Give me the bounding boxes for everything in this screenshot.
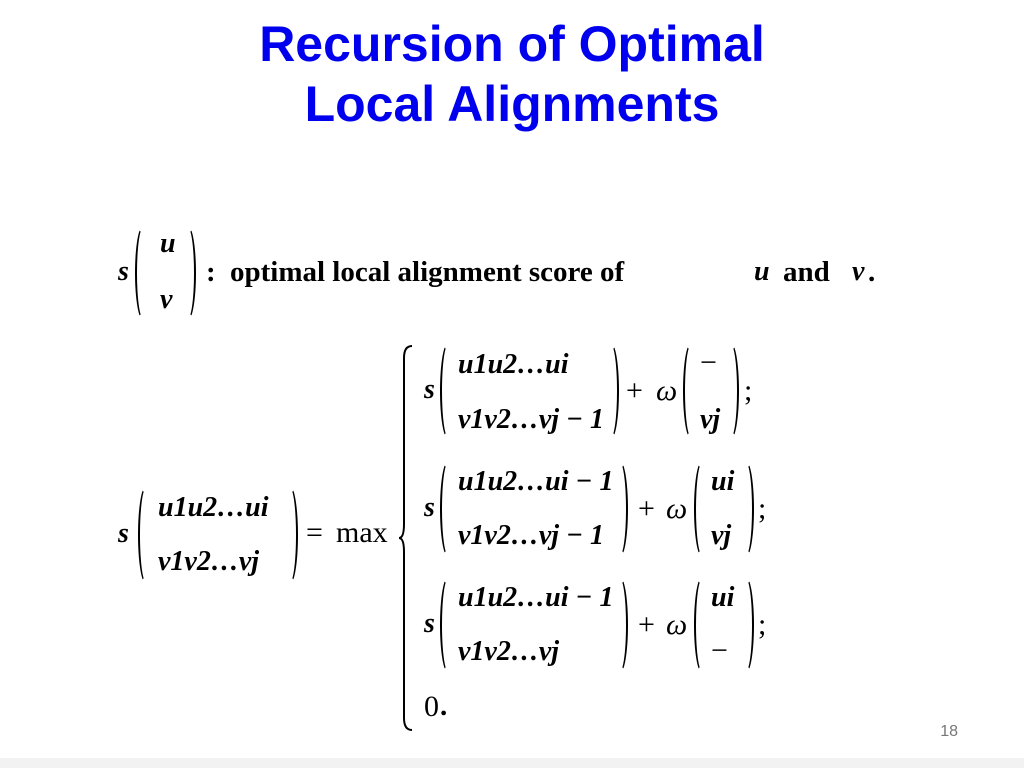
case3-left-paren [440, 577, 456, 673]
case1-right-paren [603, 343, 619, 439]
slide-title: Recursion of Optimal Local Alignments [0, 14, 1024, 134]
case1-wtop: − [700, 346, 717, 379]
case2-wtop: ui [711, 466, 735, 497]
case4-zero: 0 [424, 690, 439, 723]
case1-left-paren [440, 343, 456, 439]
case2-end: ; [758, 492, 767, 525]
def-u: u [754, 256, 770, 287]
def-top: u [160, 228, 176, 259]
lhs-s: s [118, 518, 129, 549]
case4-period: . [440, 690, 448, 722]
case2-top: u1u2…ui − 1 [458, 466, 614, 497]
page-number: 18 [940, 723, 958, 740]
case2-w-right-paren [738, 461, 754, 557]
case3-w-right-paren [738, 577, 754, 673]
case1-s: s [424, 374, 435, 405]
case3-right-paren [612, 577, 628, 673]
lhs-right-paren [282, 486, 298, 584]
lhs-left-paren [138, 486, 154, 584]
case1-end: ; [744, 374, 753, 407]
def-text: optimal local alignment score of [230, 256, 625, 288]
def-period: . [868, 256, 876, 288]
case2-w-left-paren [694, 461, 710, 557]
case2-omega: ω [666, 492, 688, 525]
case1-w-left-paren [683, 343, 699, 439]
case2-s: s [424, 492, 435, 523]
case3-omega: ω [666, 608, 688, 641]
case1-plus: + [626, 374, 643, 407]
case2-wbottom: vj [711, 520, 732, 551]
case3-end: ; [758, 608, 767, 641]
footer-bar [0, 758, 1024, 768]
lhs-top: u1u2…ui [158, 492, 269, 523]
case3-wbottom: − [711, 634, 728, 667]
case2-plus: + [638, 492, 655, 525]
case3-bottom: v1v2…vj [458, 636, 560, 667]
lhs-bottom: v1v2…vj [158, 546, 260, 577]
def-colon: : [206, 256, 216, 288]
max-operator: max [336, 516, 388, 549]
def-bottom: v [160, 284, 173, 315]
title-line-1: Recursion of Optimal [259, 16, 765, 72]
case3-s: s [424, 608, 435, 639]
def-left-paren [135, 226, 151, 320]
left-brace [398, 345, 413, 731]
case2-right-paren [612, 461, 628, 557]
case2-bottom: v1v2…vj − 1 [458, 520, 605, 551]
case2-left-paren [440, 461, 456, 557]
case1-bottom: v1v2…vj − 1 [458, 404, 605, 435]
def-s: s [118, 256, 129, 287]
case3-top: u1u2…ui − 1 [458, 582, 614, 613]
case3-wtop: ui [711, 582, 735, 613]
def-and: and [783, 256, 830, 288]
case3-plus: + [638, 608, 655, 641]
title-line-2: Local Alignments [304, 76, 720, 132]
case1-top: u1u2…ui [458, 349, 569, 380]
def-right-paren [180, 226, 196, 320]
equals-sign: = [306, 516, 323, 549]
def-v: v [852, 256, 865, 287]
case1-wbottom: vj [700, 404, 721, 435]
case3-w-left-paren [694, 577, 710, 673]
case1-omega: ω [656, 374, 678, 407]
case1-w-right-paren [723, 343, 739, 439]
